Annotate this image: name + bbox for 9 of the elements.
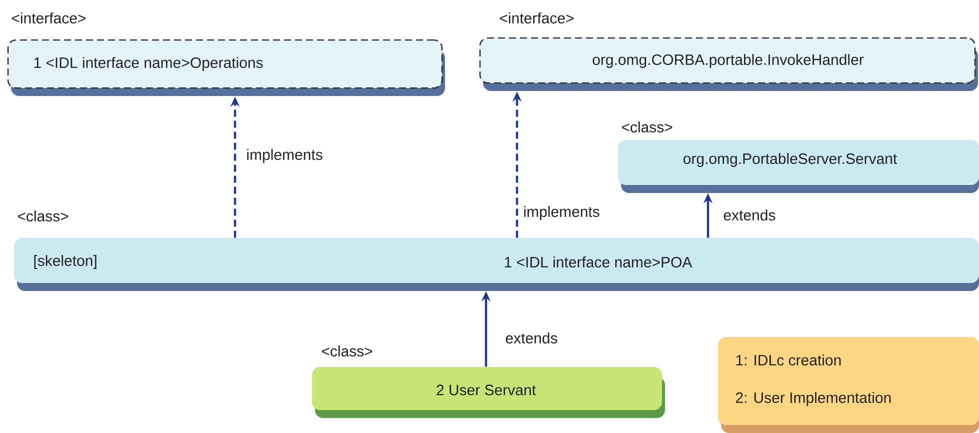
stereotype-label: <interface> [12,12,86,24]
stereotype-label: <class> [622,121,672,132]
edge-label: implements [245,148,324,164]
edge-label: extends [504,331,559,344]
stereotype-label: <class> [18,210,68,222]
edge-label: implements [522,205,601,221]
edge-label: extends [722,208,777,222]
stereotype-label: <interface> [500,12,574,24]
stereotype-label: <class> [322,345,372,356]
